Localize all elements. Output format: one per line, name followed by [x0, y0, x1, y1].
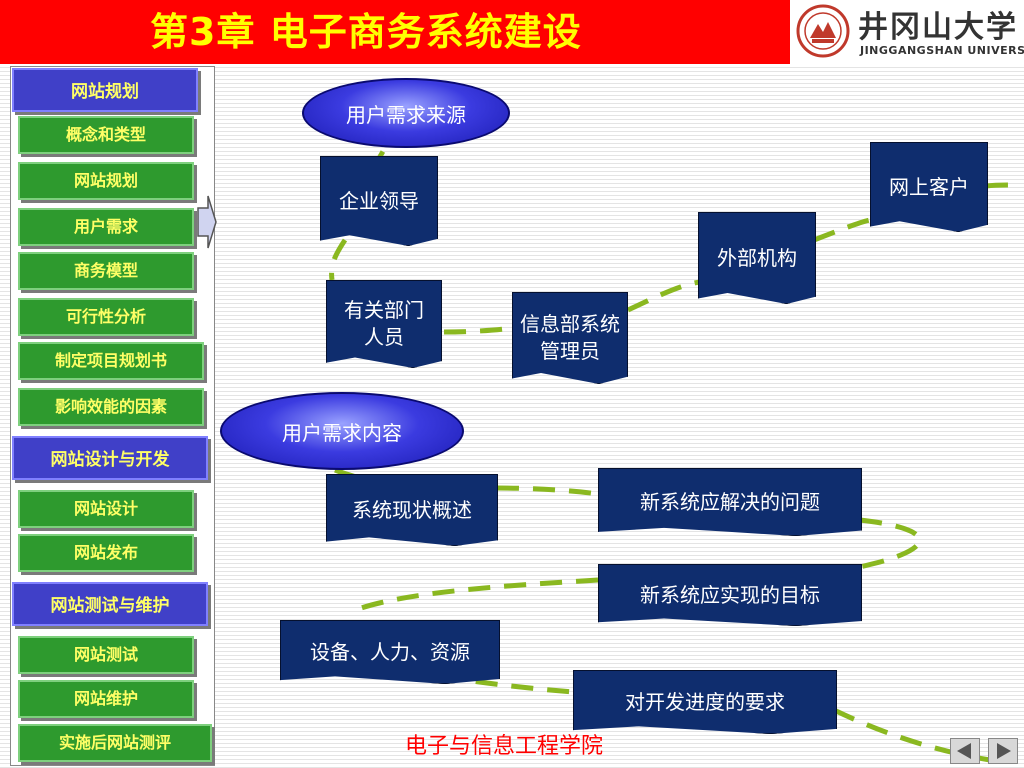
connector-leader-dept [329, 238, 348, 281]
connector-dept-it [443, 325, 513, 335]
node-schedule-requirement: 对开发进度的要求 [573, 670, 837, 734]
nav-item-user-needs[interactable]: 用户需求 [18, 208, 194, 246]
university-seal-icon [796, 4, 850, 58]
node-problems-to-solve: 新系统应解决的问题 [598, 468, 862, 536]
nav-item-site-design[interactable]: 网站设计 [18, 490, 194, 528]
node-system-status: 系统现状概述 [326, 474, 498, 546]
page-title: 第3章 电子商务系统建设 [150, 10, 582, 54]
node-resources: 设备、人力、资源 [280, 620, 500, 684]
nav-item-site-test[interactable]: 网站测试 [18, 636, 194, 674]
nav-item-planning[interactable]: 网站规划 [18, 162, 194, 200]
connector-external-customer [813, 217, 871, 243]
university-name-cn: 井冈山大学 [858, 10, 1018, 45]
nav-item-factors[interactable]: 影响效能的因素 [18, 388, 204, 426]
user-needs-content-oval: 用户需求内容 [220, 392, 464, 470]
nav-item-concept[interactable]: 概念和类型 [18, 116, 194, 154]
prev-page-button[interactable] [950, 738, 980, 764]
nav-item-site-maintain[interactable]: 网站维护 [18, 680, 194, 718]
title-bar: 第3章 电子商务系统建设 井冈山大学 JINGGANGSHAN UNIVERSI… [0, 0, 1024, 64]
nav-section-design[interactable]: 网站设计与开发 [12, 436, 208, 480]
current-item-arrow-icon [197, 195, 217, 249]
connector-customer-end [985, 182, 1013, 189]
nav-item-site-publish[interactable]: 网站发布 [18, 534, 194, 572]
node-goals-to-achieve: 新系统应实现的目标 [598, 564, 862, 626]
connector-goals-resources [349, 577, 599, 615]
chapter-number: 3 [189, 10, 217, 54]
nav-section-planning[interactable]: 网站规划 [12, 68, 198, 112]
node-department-staff: 有关部门人员 [326, 280, 442, 368]
next-page-icon [997, 743, 1011, 759]
node-online-customer: 网上客户 [870, 142, 988, 232]
node-it-admin: 信息部系统管理员 [512, 292, 628, 384]
nav-item-evaluation[interactable]: 实施后网站测评 [18, 724, 212, 762]
university-name-en: JINGGANGSHAN UNIVERSITY [860, 44, 1024, 57]
nav-item-business-model[interactable]: 商务模型 [18, 252, 194, 290]
node-external-org: 外部机构 [698, 212, 816, 304]
university-logo: 井冈山大学 JINGGANGSHAN UNIVERSITY [790, 0, 1024, 64]
prev-page-icon [957, 743, 971, 759]
node-enterprise-leader: 企业领导 [320, 156, 438, 246]
next-page-button[interactable] [988, 738, 1018, 764]
connector-status-problems [496, 485, 599, 497]
nav-item-project-plan[interactable]: 制定项目规划书 [18, 342, 204, 380]
nav-section-testing[interactable]: 网站测试与维护 [12, 582, 208, 626]
connector-schedule-end [832, 707, 991, 763]
nav-item-feasibility[interactable]: 可行性分析 [18, 298, 194, 336]
user-needs-source-oval: 用户需求来源 [302, 78, 510, 148]
connector-it-external [626, 279, 701, 313]
college-name: 电子与信息工程学院 [405, 734, 604, 759]
